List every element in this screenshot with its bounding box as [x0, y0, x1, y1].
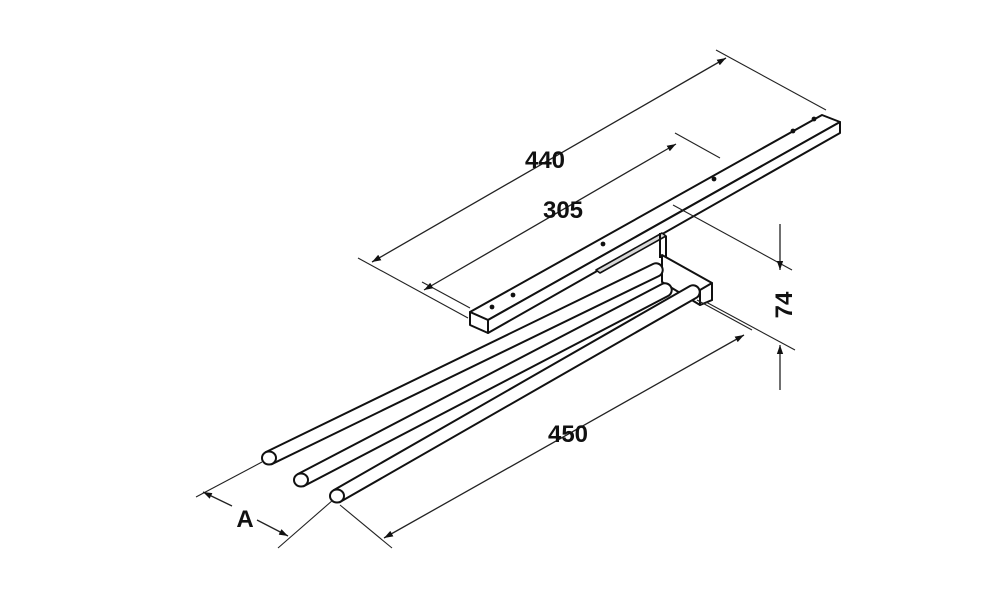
dimension-label-450: 450: [548, 421, 588, 448]
screw-hole: [510, 292, 516, 298]
screw-hole: [811, 116, 817, 122]
dimension-label-a: A: [236, 506, 253, 533]
screw-hole: [790, 128, 796, 134]
screw-hole: [489, 304, 495, 310]
dimension-450: 450: [339, 299, 753, 549]
dimension-440: 440: [357, 49, 827, 319]
dimension-305: 305: [421, 132, 721, 309]
screw-hole: [600, 241, 606, 247]
dimension-a: A: [195, 461, 334, 549]
dimension-label-440: 440: [525, 147, 565, 174]
dimension-label-305: 305: [543, 197, 583, 224]
screw-hole: [711, 176, 717, 182]
rod-1: [261, 262, 664, 466]
dimension-label-74: 74: [771, 291, 798, 318]
dimension-74: 74: [672, 204, 798, 390]
